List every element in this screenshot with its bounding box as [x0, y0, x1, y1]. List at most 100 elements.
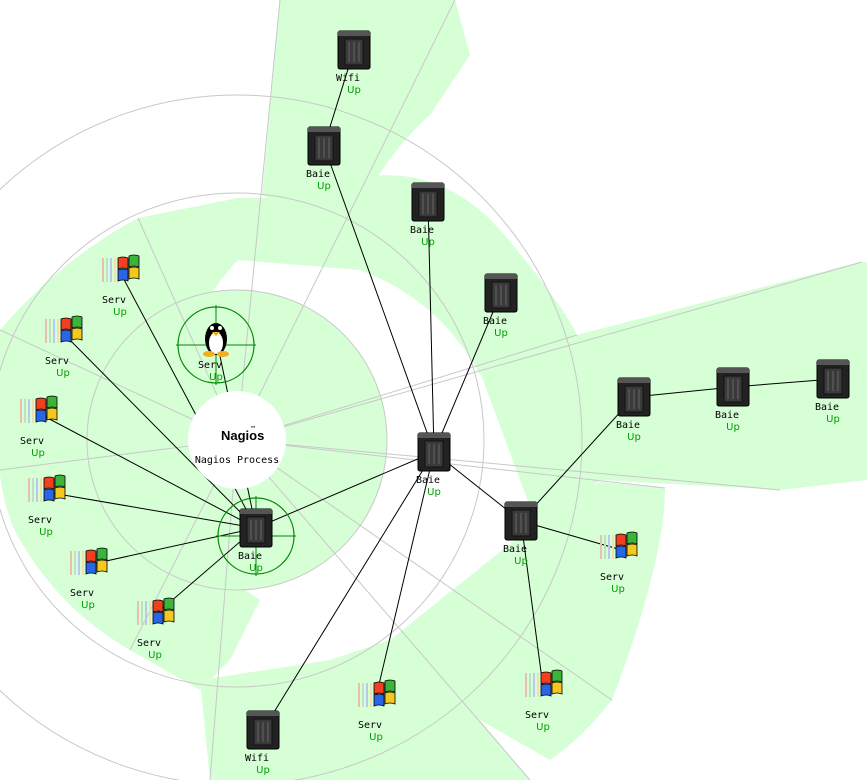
link-baie-hub-serv-w5: [87, 527, 257, 566]
host-name-label: Baie: [503, 544, 527, 555]
host-status-label: Up: [31, 448, 45, 459]
nagios-logo: Nagios: [221, 428, 264, 443]
server-tower-icon: [411, 182, 445, 222]
link-baie-1-baie-center: [323, 145, 435, 453]
link-baie-center-serv-s: [375, 451, 435, 698]
host-name-label: Baie: [306, 169, 330, 180]
host-name-label: Wifi: [245, 753, 269, 764]
host-name-label: Serv: [600, 572, 624, 583]
host-status-label: Up: [726, 422, 740, 433]
server-tower-icon: [716, 367, 750, 407]
linux-penguin-icon: [203, 323, 229, 357]
host-status-label: Up: [39, 527, 53, 538]
host-name-label: Serv: [137, 638, 161, 649]
host-status-label: Up: [427, 487, 441, 498]
server-tower-icon: [617, 377, 651, 417]
host-status-label: Up: [514, 556, 528, 567]
link-baie-center-wifi-bottom: [262, 451, 435, 731]
server-tower-icon: [504, 501, 538, 541]
host-status-label: Up: [81, 600, 95, 611]
host-status-label: Up: [56, 368, 70, 379]
host-status-label: Up: [148, 650, 162, 661]
host-status-label: Up: [256, 765, 270, 776]
nagios-process-label: Nagios Process: [195, 455, 279, 466]
host-name-label: Serv: [20, 436, 44, 447]
host-status-label: Up: [611, 584, 625, 595]
server-tower-icon: [239, 508, 273, 548]
link-baie-3-baie-center: [433, 292, 502, 453]
windows-logo-icon: [70, 547, 108, 575]
link-baie-hub-serv-w3: [37, 412, 257, 529]
host-status-label: Up: [826, 414, 840, 425]
windows-logo-icon: [137, 597, 175, 625]
link-baie-center-baie-hub: [255, 451, 435, 529]
host-status-label: Up: [347, 85, 361, 96]
nagios-process-node[interactable]: Nagios ™ Nagios Process: [188, 391, 286, 489]
host-name-label: Serv: [28, 515, 52, 526]
windows-logo-icon: [28, 474, 66, 502]
link-baie-se-serv-se2: [520, 520, 544, 688]
host-name-label: Wifi: [336, 73, 360, 84]
host-name-label: Serv: [45, 356, 69, 367]
host-status-label: Up: [421, 237, 435, 248]
windows-logo-icon: [45, 315, 83, 343]
nagios-logo-mark: ™: [251, 425, 255, 433]
server-tower-icon: [307, 126, 341, 166]
host-status-label: Up: [209, 372, 223, 383]
server-tower-icon: [417, 432, 451, 472]
server-tower-icon: [484, 273, 518, 313]
server-tower-icon: [337, 30, 371, 70]
host-status-label: Up: [249, 563, 263, 574]
server-tower-icon: [246, 710, 280, 750]
host-name-label: Serv: [525, 710, 549, 721]
host-status-label: Up: [317, 181, 331, 192]
server-tower-icon: [816, 359, 850, 399]
windows-logo-icon: [102, 254, 140, 282]
windows-logo-icon: [600, 531, 638, 559]
host-name-label: Serv: [198, 360, 222, 371]
link-baie-hub-serv-w2: [62, 332, 257, 529]
host-nodes: WifiUpBaieUpBaieUpBaieUpBaieUpBaieUpBaie…: [20, 30, 850, 776]
host-name-label: Baie: [815, 402, 839, 413]
host-name-label: Baie: [715, 410, 739, 421]
host-status-label: Up: [536, 722, 550, 733]
link-baie-e2-baie-e3: [732, 378, 834, 388]
link-baie-2-baie-center: [427, 201, 435, 453]
windows-logo-icon: [525, 669, 563, 697]
link-baie-se-baie-e1: [520, 396, 635, 522]
host-name-label: Baie: [238, 551, 262, 562]
windows-logo-icon: [358, 679, 396, 707]
host-status-label: Up: [113, 307, 127, 318]
host-name-label: Serv: [70, 588, 94, 599]
host-name-label: Baie: [616, 420, 640, 431]
host-status-label: Up: [627, 432, 641, 443]
host-status-label: Up: [369, 732, 383, 743]
host-name-label: Serv: [102, 295, 126, 306]
host-name-label: Serv: [358, 720, 382, 731]
host-name-label: Baie: [483, 316, 507, 327]
host-status-label: Up: [494, 328, 508, 339]
